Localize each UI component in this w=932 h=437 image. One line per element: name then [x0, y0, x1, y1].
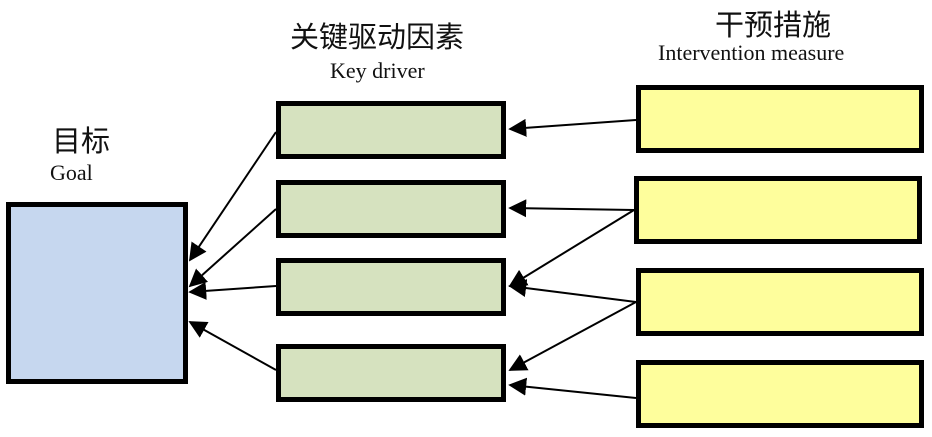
key-driver-box-4 — [276, 344, 506, 402]
intervention-box-3 — [636, 268, 924, 336]
arrow-driver2-to-goal — [188, 208, 277, 288]
arrow-measure1-to-driver1 — [508, 118, 637, 137]
intervention-box-2 — [634, 176, 922, 244]
key-driver-box-2 — [276, 180, 506, 238]
arrow-driver4-to-goal — [188, 321, 277, 371]
arrow-measure2-to-driver2 — [508, 199, 635, 218]
arrow-driver3-to-goal — [188, 281, 277, 300]
key-driver-box-3 — [276, 258, 506, 316]
goal-title-cn: 目标 — [52, 124, 111, 158]
goal-title-en: Goal — [50, 160, 93, 185]
key-driver-title-en: Key driver — [330, 58, 425, 83]
intervention-title-cn: 干预措施 — [715, 8, 832, 42]
arrow-measure3-to-driver3 — [508, 279, 637, 303]
arrow-measure2-to-driver3 — [508, 209, 635, 287]
intervention-box-1 — [636, 85, 924, 153]
arrow-driver1-to-goal — [188, 131, 277, 262]
intervention-title-en: Intervention measure — [658, 40, 845, 65]
key-driver-title-cn: 关键驱动因素 — [290, 20, 465, 54]
arrow-measure4-to-driver4 — [508, 377, 637, 399]
key-driver-box-1 — [276, 101, 506, 159]
goal-box — [6, 202, 188, 384]
arrow-measure3-to-driver4 — [508, 301, 637, 371]
intervention-box-4 — [636, 360, 924, 428]
